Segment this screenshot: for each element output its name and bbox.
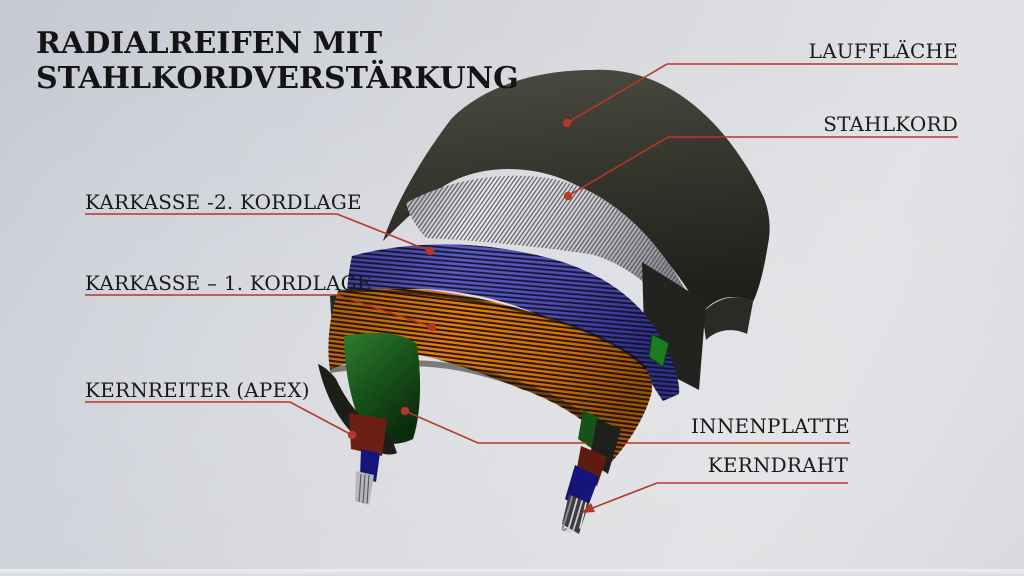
leader-innenplatte [400, 406, 850, 444]
callout-label-kerndraht: KERNDRAHT [707, 453, 848, 477]
kernreiter-marker-dot [347, 430, 357, 440]
leader-karkasse1 [85, 294, 437, 332]
callout-leaders [85, 63, 958, 513]
tread-layer [383, 69, 770, 340]
laufflaeche-marker-dot [562, 118, 572, 128]
stahlkord-marker-dot [563, 191, 573, 201]
page-title-line2: STAHLKORDVERSTÄRKUNG [36, 61, 519, 96]
callout-label-kernreiter-apex: KERNREITER (APEX) [85, 378, 310, 402]
callout-label-laufflaeche: LAUFFLÄCHE [808, 39, 958, 63]
inner-liner-glimpse-right [648, 333, 670, 368]
right-bead-leg [561, 410, 621, 534]
tread-right-step-face [702, 297, 753, 340]
left-bead-leg [318, 332, 421, 505]
callout-label-stahlkord: STAHLKORD [823, 112, 958, 136]
callout-label-karkasse-1-kordlage: KARKASSE – 1. KORDLAGE [85, 271, 372, 295]
backdrop-floor-edge [0, 569, 1024, 576]
callout-label-karkasse-2-kordlage: KARKASSE -2. KORDLAGE [85, 190, 362, 214]
leader-kernreiter [85, 401, 357, 440]
leader-laufflaeche [562, 63, 958, 128]
leader-karkasse2 [85, 213, 435, 256]
page-title: RADIALREIFEN MIT STAHLKORDVERSTÄRKUNG [36, 26, 519, 96]
karkasse1-marker-dot [427, 322, 437, 332]
callout-label-innenplatte: INNENPLATTE [691, 414, 850, 438]
bead-wire-left-strands [358, 473, 370, 504]
innenplatte-marker-dot [400, 406, 410, 416]
bead-wire-right-base [562, 494, 589, 534]
apex-left [349, 413, 387, 456]
leader-stahlkord [563, 136, 958, 201]
karkasse2-marker-dot [425, 246, 435, 256]
leader-kerndraht [581, 482, 848, 513]
page-title-line1: RADIALREIFEN MIT [36, 26, 383, 61]
bead-wire-right-strands [561, 496, 587, 533]
kerndraht-marker-arrow [581, 503, 595, 513]
